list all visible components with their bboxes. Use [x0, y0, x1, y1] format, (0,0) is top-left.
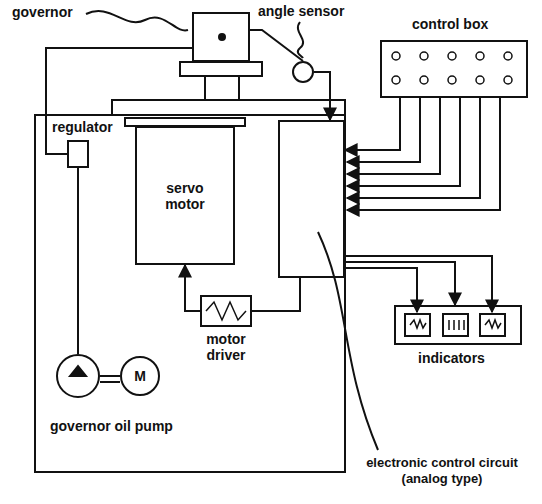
- control-knob: [448, 52, 456, 60]
- node-label: governor: [12, 4, 73, 20]
- housing: [35, 115, 345, 472]
- oil-pump-outline: [56, 354, 100, 398]
- connector: [345, 98, 400, 150]
- node-label: control box: [412, 16, 488, 32]
- servo-motor-box: servo motor: [135, 126, 235, 265]
- control-knob: [420, 76, 428, 84]
- signal-line: [347, 98, 440, 174]
- leader-line: [298, 22, 303, 58]
- control-knob: [504, 52, 512, 60]
- connector: [185, 265, 200, 311]
- control-circuit-box: electronic control circuit (analog type): [278, 120, 345, 278]
- regulator-box: regulator: [67, 140, 89, 168]
- indicator-lamp: [443, 314, 468, 336]
- oil-pump-circle: [57, 355, 99, 397]
- control-knob: [392, 76, 400, 84]
- node-label: indicators: [418, 350, 485, 366]
- top-plate: [112, 100, 345, 115]
- indicator-panel: indicators: [394, 305, 522, 345]
- control-knob: [476, 76, 484, 84]
- connector: [314, 72, 330, 120]
- line-art: [392, 52, 512, 84]
- control-knob: [448, 76, 456, 84]
- leader-line: [86, 11, 188, 31]
- angle-sensor: angle sensor: [292, 61, 314, 83]
- motor-circle-circle: [121, 357, 159, 395]
- shaft: [100, 375, 120, 377]
- driver-symbol: [206, 302, 246, 320]
- motor-driver-box: motor driver: [200, 295, 252, 327]
- control-knob: [392, 52, 400, 60]
- control-knob: [420, 52, 428, 60]
- angle-sensor-circle: [293, 62, 313, 82]
- signal-line: [347, 98, 420, 162]
- pump-symbol: [70, 366, 86, 376]
- indicator-lamp: [480, 314, 505, 336]
- meter-symbol: [485, 320, 501, 328]
- governor-pivot: [219, 34, 225, 40]
- node-label: regulator: [52, 119, 113, 135]
- angle-sensor-outline: [292, 61, 314, 83]
- node-label: angle sensor: [258, 3, 344, 19]
- signal-line: [347, 98, 480, 198]
- control-knob: [504, 76, 512, 84]
- connector: [250, 30, 303, 61]
- line-art: [35, 11, 505, 472]
- leader-line: [318, 232, 378, 450]
- motor-circle: M: [120, 356, 160, 396]
- meter-symbol: [410, 320, 426, 328]
- node-label: motor driver: [196, 331, 256, 363]
- connector: [77, 168, 79, 354]
- connector: [46, 48, 192, 154]
- node-label: governor oil pump: [50, 418, 173, 434]
- signal-line: [347, 98, 500, 210]
- signal-line: [347, 98, 460, 186]
- signal-line: [345, 256, 492, 312]
- node-label: servo motor: [155, 180, 215, 212]
- connector: [252, 278, 300, 311]
- node-label: electronic control circuit (analog type): [346, 455, 538, 487]
- governor-base: [180, 62, 262, 76]
- indicator-lamp: [405, 314, 430, 336]
- control-box: control box: [380, 40, 528, 98]
- control-knob: [476, 52, 484, 60]
- connector: [345, 262, 455, 305]
- governor-stem: [205, 76, 239, 100]
- connector: [100, 381, 120, 383]
- node-label: M: [134, 368, 146, 384]
- meter-symbol: [449, 320, 464, 330]
- oil-pump: governor oil pump: [56, 354, 100, 398]
- servo-flange: [125, 118, 245, 126]
- governor-box: governor: [192, 12, 250, 62]
